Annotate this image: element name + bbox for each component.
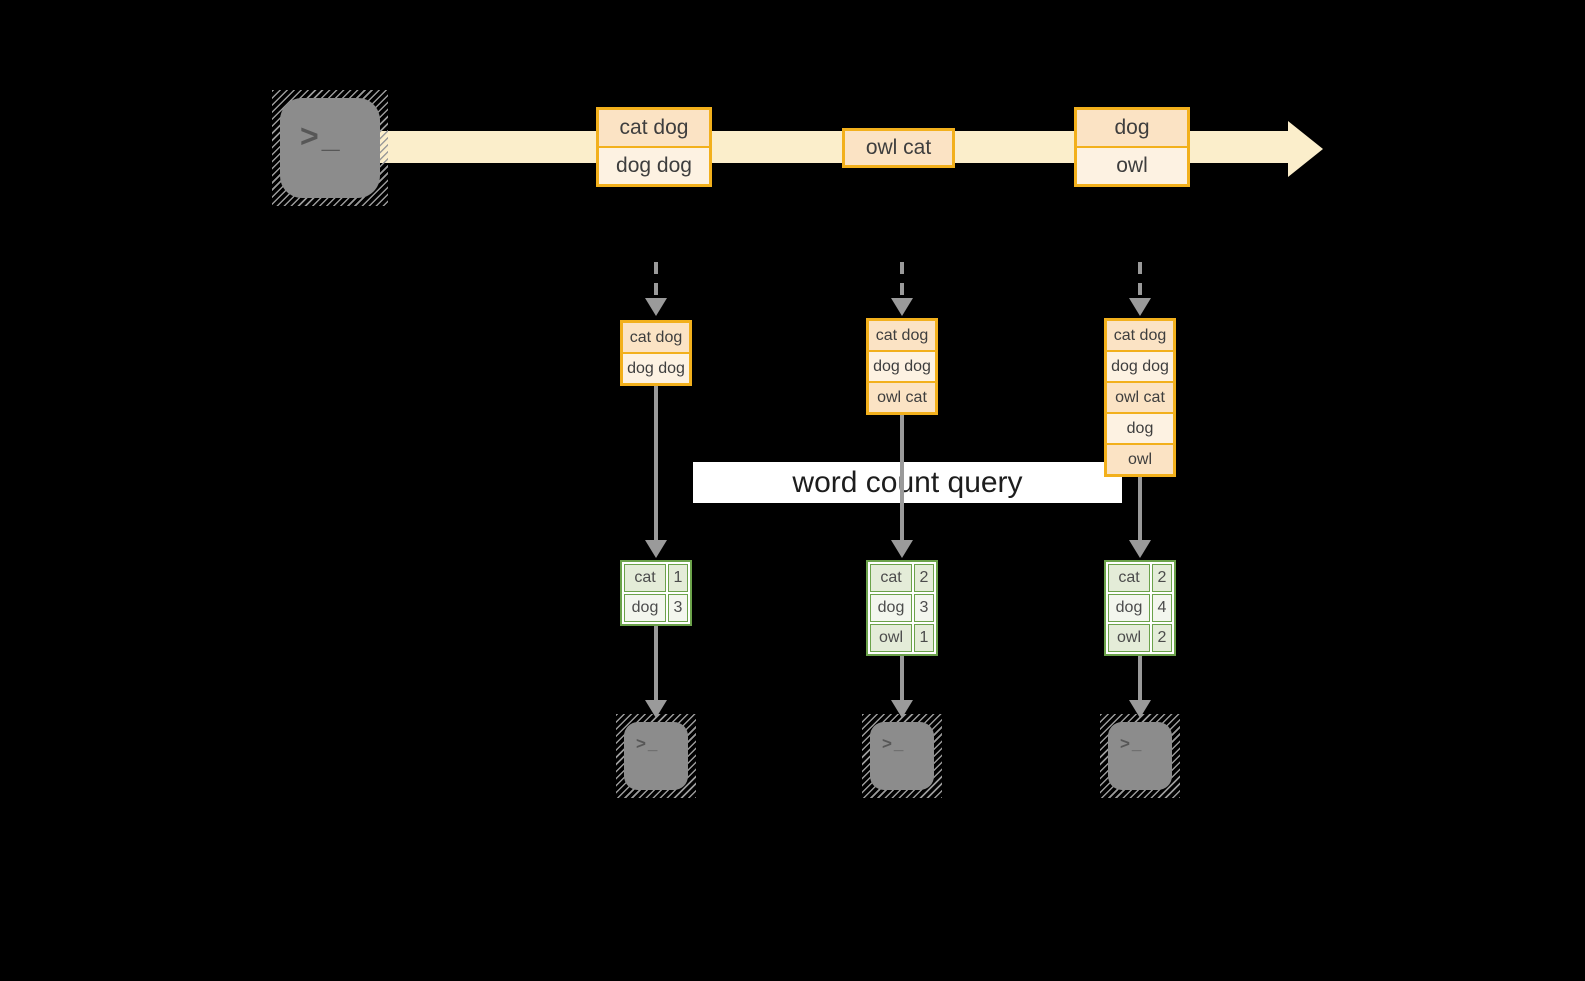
query-arrow-icon	[1129, 477, 1151, 558]
window-stack-2: cat dog dog dog owl cat	[866, 318, 938, 415]
count-word: dog	[870, 594, 912, 622]
count-table-1: cat 1 dog 3	[620, 560, 692, 626]
count-table-2: cat 2 dog 3 owl 1	[866, 560, 938, 656]
count-value: 3	[668, 594, 688, 622]
query-arrow-icon	[891, 415, 913, 558]
terminal-screen: >_	[280, 98, 380, 198]
count-word: cat	[1108, 564, 1150, 592]
query-banner-label: word count query	[792, 465, 1023, 499]
output-arrow-icon	[1129, 656, 1151, 718]
count-word: owl	[870, 624, 912, 652]
window-record: dog	[1107, 414, 1173, 443]
count-word: dog	[624, 594, 666, 622]
stream-timeline-arrowhead-icon	[1288, 121, 1323, 177]
query-arrow-icon	[645, 386, 667, 558]
event-cell: dog dog	[599, 148, 709, 184]
window-record: dog dog	[623, 354, 689, 383]
window-record: cat dog	[869, 321, 935, 350]
window-record: dog dog	[869, 352, 935, 381]
terminal-prompt-glyph: >_	[1120, 734, 1144, 753]
count-value: 2	[914, 564, 934, 592]
count-word: dog	[1108, 594, 1150, 622]
source-terminal-icon: >_	[272, 90, 388, 206]
event-cell: owl cat	[845, 131, 952, 165]
output-arrow-icon	[891, 656, 913, 718]
count-value: 2	[1152, 564, 1172, 592]
event-cell: dog	[1077, 110, 1187, 146]
terminal-screen: >_	[624, 722, 688, 790]
window-stack-3: cat dog dog dog owl cat dog owl	[1104, 318, 1176, 477]
event-box-1: cat dog dog dog	[596, 107, 712, 187]
window-record: cat dog	[1107, 321, 1173, 350]
count-value: 2	[1152, 624, 1172, 652]
dashed-down-arrow-icon	[645, 262, 667, 316]
terminal-prompt-glyph: >_	[636, 734, 660, 753]
count-table-3: cat 2 dog 4 owl 2	[1104, 560, 1176, 656]
count-word: cat	[870, 564, 912, 592]
terminal-prompt-glyph: >_	[300, 118, 343, 154]
event-box-3: dog owl	[1074, 107, 1190, 187]
window-record: cat dog	[623, 323, 689, 352]
event-cell: cat dog	[599, 110, 709, 146]
dashed-down-arrow-icon	[891, 262, 913, 316]
query-banner: word count query	[693, 462, 1122, 503]
window-record: owl cat	[1107, 383, 1173, 412]
sink-terminal-icon: >_	[1100, 714, 1180, 798]
count-value: 4	[1152, 594, 1172, 622]
window-record: owl	[1107, 445, 1173, 474]
count-word: cat	[624, 564, 666, 592]
window-stack-1: cat dog dog dog	[620, 320, 692, 386]
window-record: owl cat	[869, 383, 935, 412]
terminal-prompt-glyph: >_	[882, 734, 906, 753]
output-arrow-icon	[645, 626, 667, 718]
count-value: 1	[914, 624, 934, 652]
count-value: 1	[668, 564, 688, 592]
window-record: dog dog	[1107, 352, 1173, 381]
terminal-screen: >_	[870, 722, 934, 790]
terminal-screen: >_	[1108, 722, 1172, 790]
count-word: owl	[1108, 624, 1150, 652]
dashed-down-arrow-icon	[1129, 262, 1151, 316]
sink-terminal-icon: >_	[862, 714, 942, 798]
sink-terminal-icon: >_	[616, 714, 696, 798]
event-cell: owl	[1077, 148, 1187, 184]
count-value: 3	[914, 594, 934, 622]
event-box-2: owl cat	[842, 128, 955, 168]
